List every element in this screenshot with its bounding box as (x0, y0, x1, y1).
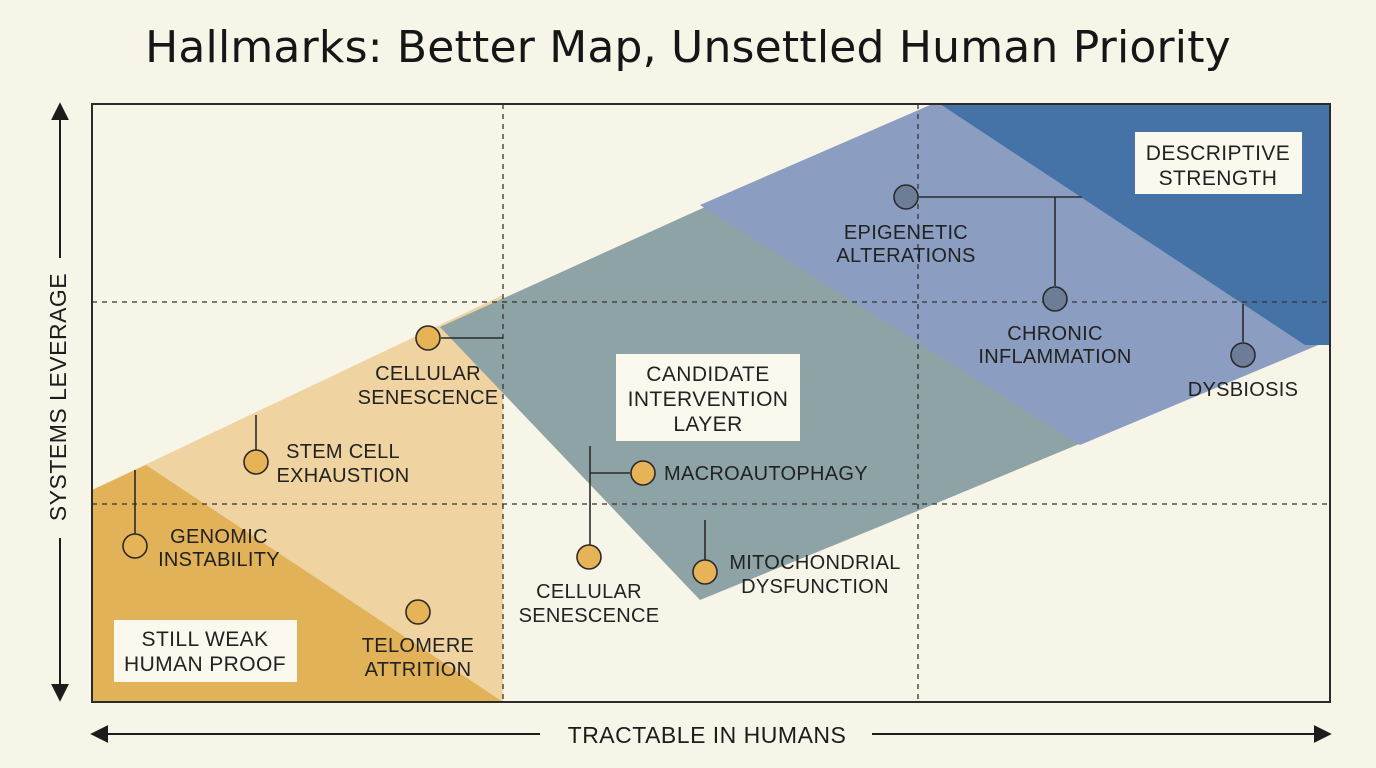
hallmark-label: CHRONIC (1007, 323, 1102, 345)
hallmark-label: MITOCHONDRIAL (729, 552, 900, 574)
hallmark-label: DYSFUNCTION (741, 576, 889, 598)
band-label-descriptive: DESCRIPTIVE STRENGTH (1135, 132, 1302, 194)
y-axis: SYSTEMS LEVERAGE (45, 102, 71, 702)
hallmark-cellular-senescence-upper: CELLULAR SENESCENCE (358, 325, 499, 409)
grid-lines (92, 104, 1330, 702)
hallmark-node (405, 599, 431, 625)
hallmark-mitochondrial-dysfunction: MITOCHONDRIAL DYSFUNCTION (692, 552, 900, 598)
connector-lines (134, 196, 1244, 560)
hallmark-stem-cell-exhaustion: STEM CELL EXHAUSTION (243, 441, 409, 487)
hallmark-node (122, 533, 148, 559)
bands-layer (92, 104, 1330, 702)
hallmark-node (692, 559, 718, 585)
hallmark-label: SENESCENCE (358, 387, 499, 409)
hallmark-node (243, 449, 269, 475)
hallmark-cellular-senescence-lower: CELLULAR SENESCENCE (519, 544, 660, 627)
hallmark-node (1042, 286, 1068, 312)
band-label-line: STILL WEAK (142, 628, 269, 651)
hallmark-epigenetic-alterations: EPIGENETIC ALTERATIONS (836, 184, 975, 267)
hallmark-label: INFLAMMATION (978, 346, 1131, 368)
hallmark-label: TELOMERE (362, 635, 474, 657)
hallmark-label: INSTABILITY (158, 549, 280, 571)
hallmark-node (893, 184, 919, 210)
hallmark-label: DYSBIOSIS (1188, 379, 1299, 401)
hallmark-dysbiosis: DYSBIOSIS (1188, 342, 1299, 401)
x-axis: TRACTABLE IN HUMANS (90, 722, 1332, 748)
hallmark-label: EXHAUSTION (276, 465, 409, 487)
band-label-line: LAYER (673, 413, 742, 436)
band-label-line: INTERVENTION (628, 388, 789, 411)
hallmark-label: CELLULAR (375, 363, 481, 385)
hallmark-node (630, 460, 656, 486)
hallmark-label: CELLULAR (536, 581, 642, 603)
hallmark-label: ALTERATIONS (836, 245, 975, 267)
band-label-line: DESCRIPTIVE (1146, 142, 1290, 165)
hallmark-chronic-inflammation: CHRONIC INFLAMMATION (978, 286, 1131, 368)
hallmark-macroautophagy: MACROAUTOPHAGY (630, 460, 868, 486)
band-label-line: CANDIDATE (646, 363, 769, 386)
hallmark-label: STEM CELL (286, 441, 400, 463)
hallmark-label: MACROAUTOPHAGY (664, 463, 868, 485)
hallmark-node (576, 544, 602, 570)
page-title: Hallmarks: Better Map, Unsettled Human P… (145, 22, 1231, 73)
x-axis-label: TRACTABLE IN HUMANS (568, 722, 847, 748)
band-label-still-weak: STILL WEAK HUMAN PROOF (114, 620, 297, 682)
hallmark-telomere-attrition: TELOMERE ATTRITION (362, 599, 474, 681)
band-label-line: STRENGTH (1159, 167, 1278, 190)
hallmark-node (1230, 342, 1256, 368)
hallmark-label: GENOMIC (170, 526, 268, 548)
hallmark-label: ATTRITION (365, 659, 472, 681)
band-label-line: HUMAN PROOF (124, 653, 286, 676)
hallmark-label: EPIGENETIC (844, 222, 968, 244)
y-axis-label: SYSTEMS LEVERAGE (45, 273, 71, 521)
hallmark-label: SENESCENCE (519, 605, 660, 627)
band-label-candidate: CANDIDATE INTERVENTION LAYER (616, 354, 800, 441)
hallmark-genomic-instability: GENOMIC INSTABILITY (122, 526, 280, 571)
hallmark-node (415, 325, 441, 351)
plot-frame (91, 103, 1331, 703)
